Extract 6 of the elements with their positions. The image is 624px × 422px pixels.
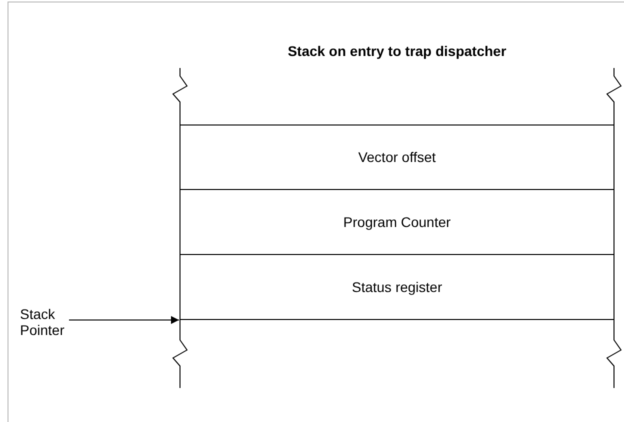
pointer-label: Stack Pointer xyxy=(20,306,66,338)
diagram-title: Stack on entry to trap dispatcher xyxy=(286,43,508,59)
cell-label: Status register xyxy=(352,279,442,295)
cell-label: Vector offset xyxy=(358,149,436,165)
cell-label: Program Counter xyxy=(343,214,451,230)
pointer-arrow xyxy=(68,316,180,324)
